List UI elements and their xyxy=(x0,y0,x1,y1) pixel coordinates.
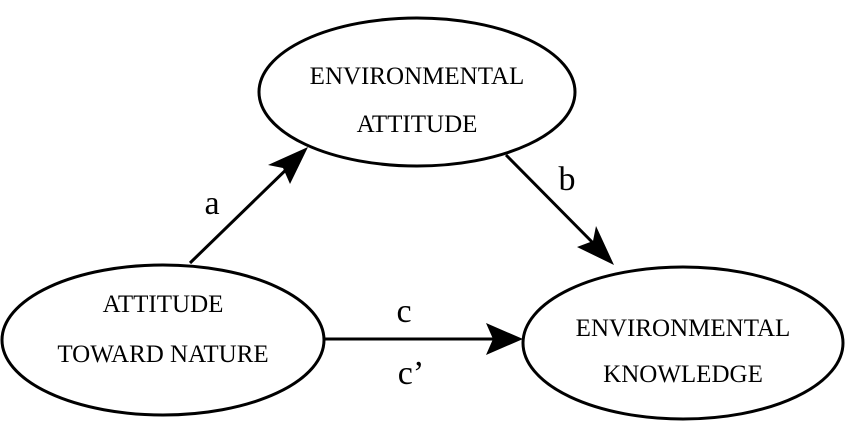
edge-c-label: c xyxy=(396,293,411,330)
node-environmental-attitude: ENVIRONMENTAL ATTITUDE xyxy=(257,16,577,168)
edge-b-arrowhead xyxy=(577,226,614,265)
edge-c-prime-label: c’ xyxy=(398,355,424,392)
edge-a-line xyxy=(188,160,296,265)
edge-c: c c’ xyxy=(324,293,523,392)
edge-b-label: b xyxy=(559,161,576,198)
edge-b: b xyxy=(504,153,614,265)
edge-a-label: a xyxy=(204,185,219,222)
node-environmental-attitude-line1: ENVIRONMENTAL xyxy=(310,63,525,90)
node-attitude-toward-nature-line1: ATTITUDE xyxy=(103,291,224,318)
node-attitude-toward-nature-line2: TOWARD NATURE xyxy=(57,341,268,368)
node-environmental-knowledge-line1: ENVIRONMENTAL xyxy=(576,315,791,342)
edge-a-arrowhead xyxy=(268,147,308,184)
node-attitude-toward-nature: ATTITUDE TOWARD NATURE xyxy=(0,263,326,417)
node-environmental-attitude-line2: ATTITUDE xyxy=(357,111,478,138)
edge-a: a xyxy=(188,147,308,265)
node-environmental-attitude-ellipse xyxy=(257,16,577,168)
node-environmental-knowledge-ellipse xyxy=(521,265,845,421)
node-environmental-knowledge-line2: KNOWLEDGE xyxy=(603,361,763,388)
edge-b-line xyxy=(504,153,602,252)
node-environmental-knowledge: ENVIRONMENTAL KNOWLEDGE xyxy=(521,265,845,421)
node-attitude-toward-nature-ellipse xyxy=(0,263,326,417)
edge-c-arrowhead xyxy=(486,323,523,355)
